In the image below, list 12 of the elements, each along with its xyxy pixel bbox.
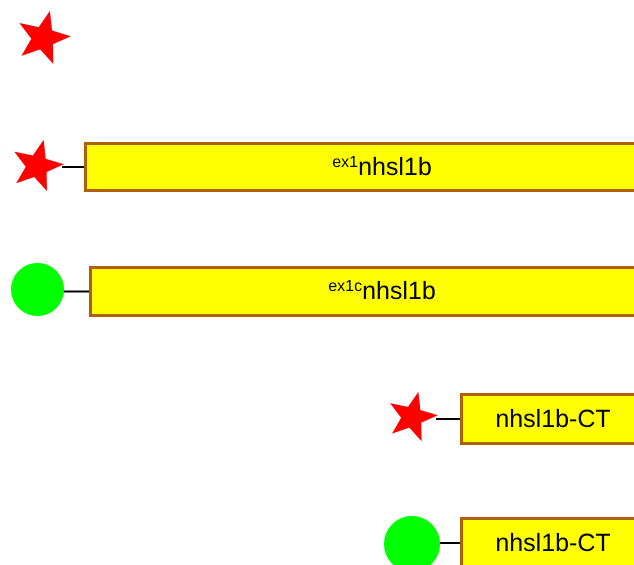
gene-label: nhsl1b-CT [495,406,611,432]
connector-line [62,290,89,292]
gene-box [89,266,634,317]
gene-box [460,517,634,565]
gene-label: $^{ex1c}$nhsl1b [328,279,436,304]
gene-label: nhsl1b-CT [495,530,611,556]
connector-line [436,418,460,420]
gene-box [460,393,634,445]
gene-box [84,142,634,192]
gene-label: $^{ex1}$nhsl1b [332,154,432,180]
connector-line [62,166,84,168]
connector-line [438,542,460,544]
